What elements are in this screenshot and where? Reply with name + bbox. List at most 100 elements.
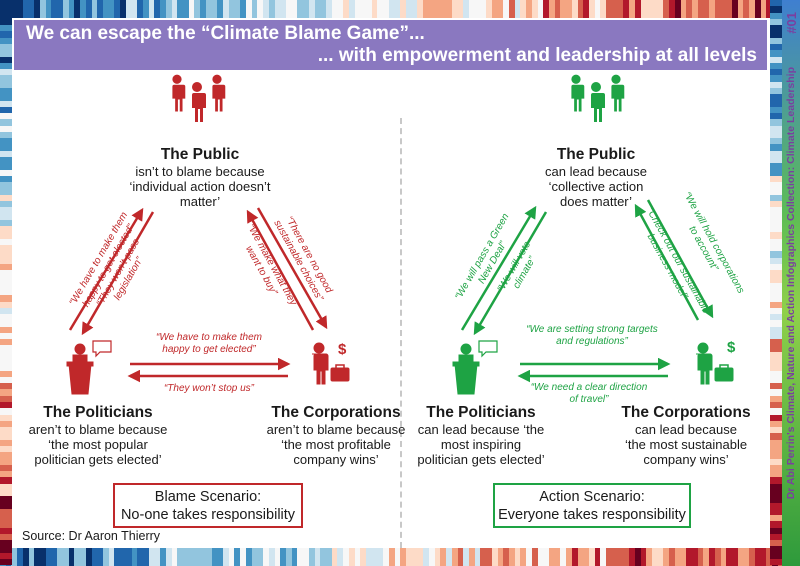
climate-stripe	[770, 62, 782, 70]
climate-stripe	[770, 56, 782, 63]
action-quote-line: of travel”	[569, 394, 609, 405]
climate-stripe	[0, 521, 12, 528]
blame-public-line-3: matter’	[179, 194, 221, 209]
climate-stripe	[770, 502, 782, 509]
climate-stripe	[0, 314, 12, 321]
climate-stripe	[0, 100, 12, 107]
climate-stripe	[486, 0, 492, 18]
climate-stripe	[142, 0, 149, 18]
climate-stripe	[0, 496, 12, 503]
climate-stripe	[308, 548, 315, 566]
climate-stripe	[480, 548, 487, 566]
climate-stripe	[0, 320, 12, 327]
climate-stripe	[251, 548, 258, 566]
arrow-public-to-corporations	[256, 207, 328, 330]
action-politicians-line-3: politician gets elected’	[417, 452, 545, 467]
climate-stripe	[0, 0, 12, 7]
blame-corporations-title: The Corporations	[271, 404, 401, 421]
arrow-corporations-to-public	[246, 209, 315, 331]
climate-stripe	[0, 37, 12, 44]
climate-stripe	[680, 0, 687, 18]
climate-stripe	[749, 0, 755, 18]
climate-stripe	[274, 548, 281, 566]
climate-stripe	[446, 548, 452, 566]
climate-stripe	[770, 219, 782, 227]
climate-stripe	[297, 0, 304, 18]
action-public-line-3: does matter’	[559, 194, 632, 209]
climate-stripe	[554, 0, 561, 18]
climate-stripe	[770, 113, 782, 120]
climate-stripe	[228, 548, 235, 566]
climate-stripe	[770, 25, 782, 32]
climate-stripe	[0, 175, 12, 183]
climate-stripe	[297, 548, 304, 566]
climate-stripe	[440, 548, 447, 566]
climate-stripe	[102, 548, 109, 566]
climate-stripe	[0, 358, 12, 365]
climate-stripe	[520, 0, 527, 18]
action-public-line-1: can lead because	[545, 164, 647, 179]
climate-stripe	[97, 548, 103, 566]
climate-stripe	[0, 113, 12, 120]
action-public-title: The Public	[556, 146, 636, 163]
climate-stripe	[577, 0, 584, 18]
climate-stripe	[720, 548, 727, 566]
climate-stripe	[0, 370, 12, 377]
climate-stripe	[28, 548, 35, 566]
climate-stripe	[51, 0, 58, 18]
climate-stripe	[280, 548, 286, 566]
climate-stripe	[0, 94, 12, 101]
climate-stripe	[697, 0, 704, 18]
climate-stripe	[566, 0, 572, 18]
climate-stripe	[770, 144, 782, 151]
action-politicians-line-1: can lead because ‘the	[417, 422, 545, 437]
climate-stripe	[770, 439, 782, 446]
climate-stripe	[0, 194, 12, 201]
climate-stripe	[285, 548, 292, 566]
climate-stripe	[303, 0, 309, 18]
climate-stripe	[74, 0, 81, 18]
climate-stripe	[770, 50, 782, 57]
climate-stripe	[770, 12, 782, 19]
climate-stripe	[508, 0, 515, 18]
climate-stripe	[770, 540, 782, 547]
blame-corporations-line-3: company wins’	[293, 452, 379, 467]
climate-stripe	[303, 548, 309, 566]
climate-stripe	[0, 339, 12, 346]
climate-stripe	[205, 0, 212, 18]
climate-stripe	[0, 445, 12, 453]
climate-stripe	[62, 0, 69, 18]
climate-stripe	[337, 548, 344, 566]
climate-stripe	[366, 0, 372, 18]
blame-quote-corporations-to-politicians: “They won’t stop us”	[134, 383, 284, 395]
climate-stripe	[417, 0, 424, 18]
people-group-icon	[570, 75, 625, 122]
climate-stripe	[770, 471, 782, 478]
climate-stripe	[770, 87, 782, 95]
climate-stripe	[102, 0, 109, 18]
climate-stripe	[543, 0, 549, 18]
climate-stripe	[770, 364, 782, 371]
arrow-corporations-to-public	[634, 203, 700, 321]
climate-stripe	[320, 548, 326, 566]
climate-stripe	[0, 489, 12, 497]
climate-stripe	[148, 548, 155, 566]
climate-stripe	[537, 548, 544, 566]
climate-stripe	[770, 527, 782, 534]
climate-stripe	[611, 548, 618, 566]
climate-stripe	[142, 548, 149, 566]
climate-stripe	[594, 0, 601, 18]
climate-stripe	[0, 395, 12, 402]
climate-stripe	[85, 0, 92, 18]
climate-stripe	[770, 376, 782, 384]
climate-stripe	[770, 251, 782, 258]
climate-stripe	[377, 0, 384, 18]
climate-stripe	[154, 0, 161, 18]
climate-stripe	[17, 0, 23, 18]
climate-stripe	[0, 326, 12, 333]
climate-stripe	[406, 548, 412, 566]
climate-stripe	[770, 6, 782, 13]
climate-stripe	[583, 548, 590, 566]
climate-stripe	[691, 548, 698, 566]
climate-stripe	[34, 0, 41, 18]
